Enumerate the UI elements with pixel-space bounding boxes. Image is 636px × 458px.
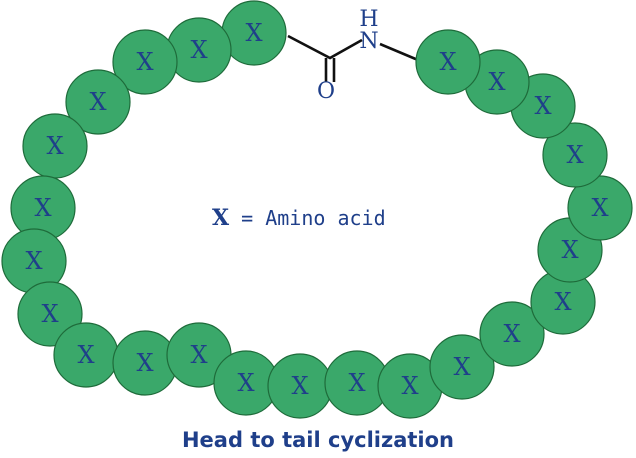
- residue-label: X: [190, 36, 207, 64]
- amino-acid-residue: X: [479, 301, 545, 367]
- residue-circle: [112, 29, 178, 95]
- amino-acid-residue: X: [324, 350, 390, 416]
- amino-acid-residue: X: [112, 330, 178, 396]
- residue-label: X: [488, 68, 505, 96]
- amino-acid-residue: X: [221, 0, 287, 66]
- residue-label: X: [591, 194, 608, 222]
- residue-label: X: [136, 48, 153, 76]
- amino-acid-residue: X: [530, 269, 596, 335]
- caption: Head to tail cyclization: [181, 428, 454, 452]
- amino-acid-residue: X: [429, 334, 495, 400]
- residue-label: X: [554, 288, 571, 316]
- residue-label: X: [348, 369, 365, 397]
- residue-label: X: [566, 141, 583, 169]
- amino-acid-residue: X: [112, 29, 178, 95]
- amino-acid-residue: X: [542, 122, 608, 188]
- residue-label: X: [534, 92, 551, 120]
- amino-acid-residue: X: [213, 350, 279, 416]
- residue-circle: [542, 122, 608, 188]
- amino-acid-residue: X: [567, 175, 633, 241]
- amino-acid-residue: X: [166, 17, 232, 83]
- hydrogen-atom-label: H: [359, 7, 378, 32]
- oxygen-atom-label: O: [317, 79, 335, 104]
- residue-circle: [567, 175, 633, 241]
- residue-label: X: [439, 48, 456, 76]
- residue-label: X: [46, 132, 63, 160]
- amino-acid-residue: X: [415, 29, 481, 95]
- residue-label: X: [89, 88, 106, 116]
- amino-acid-residue: X: [65, 69, 131, 135]
- residue-circle: [415, 29, 481, 95]
- amide-bond-chain: [287, 34, 363, 60]
- legend: X = Amino acid: [212, 205, 386, 231]
- residue-label: X: [561, 236, 578, 264]
- amino-acid-residue: X: [1, 228, 67, 294]
- residue-circle: [429, 334, 495, 400]
- amide-linkage: H N O: [287, 7, 419, 104]
- residue-label: X: [136, 349, 153, 377]
- residue-circle: [479, 301, 545, 367]
- residue-label: X: [77, 341, 94, 369]
- residue-label: X: [245, 19, 262, 47]
- residue-label: X: [34, 194, 51, 222]
- residue-label: X: [401, 372, 418, 400]
- residue-label: X: [503, 320, 520, 348]
- legend-text: = Amino acid: [229, 206, 386, 230]
- residue-label: X: [25, 247, 42, 275]
- legend-symbol: X: [212, 205, 230, 231]
- residue-label: X: [237, 369, 254, 397]
- residue-circle: [65, 69, 131, 135]
- amino-acid-residue: X: [53, 322, 119, 388]
- amino-acid-residue: X: [377, 353, 443, 419]
- amide-bond-right: [379, 42, 419, 62]
- amino-acid-residue: X: [22, 113, 88, 179]
- residue-label: X: [291, 372, 308, 400]
- residue-label: X: [41, 300, 58, 328]
- amino-acid-residue: X: [166, 322, 232, 388]
- residue-label: X: [453, 353, 470, 381]
- amino-acid-residue: X: [267, 353, 333, 419]
- amino-acid-residue: X: [10, 175, 76, 241]
- nitrogen-atom-label: N: [359, 29, 378, 54]
- residue-label: X: [190, 341, 207, 369]
